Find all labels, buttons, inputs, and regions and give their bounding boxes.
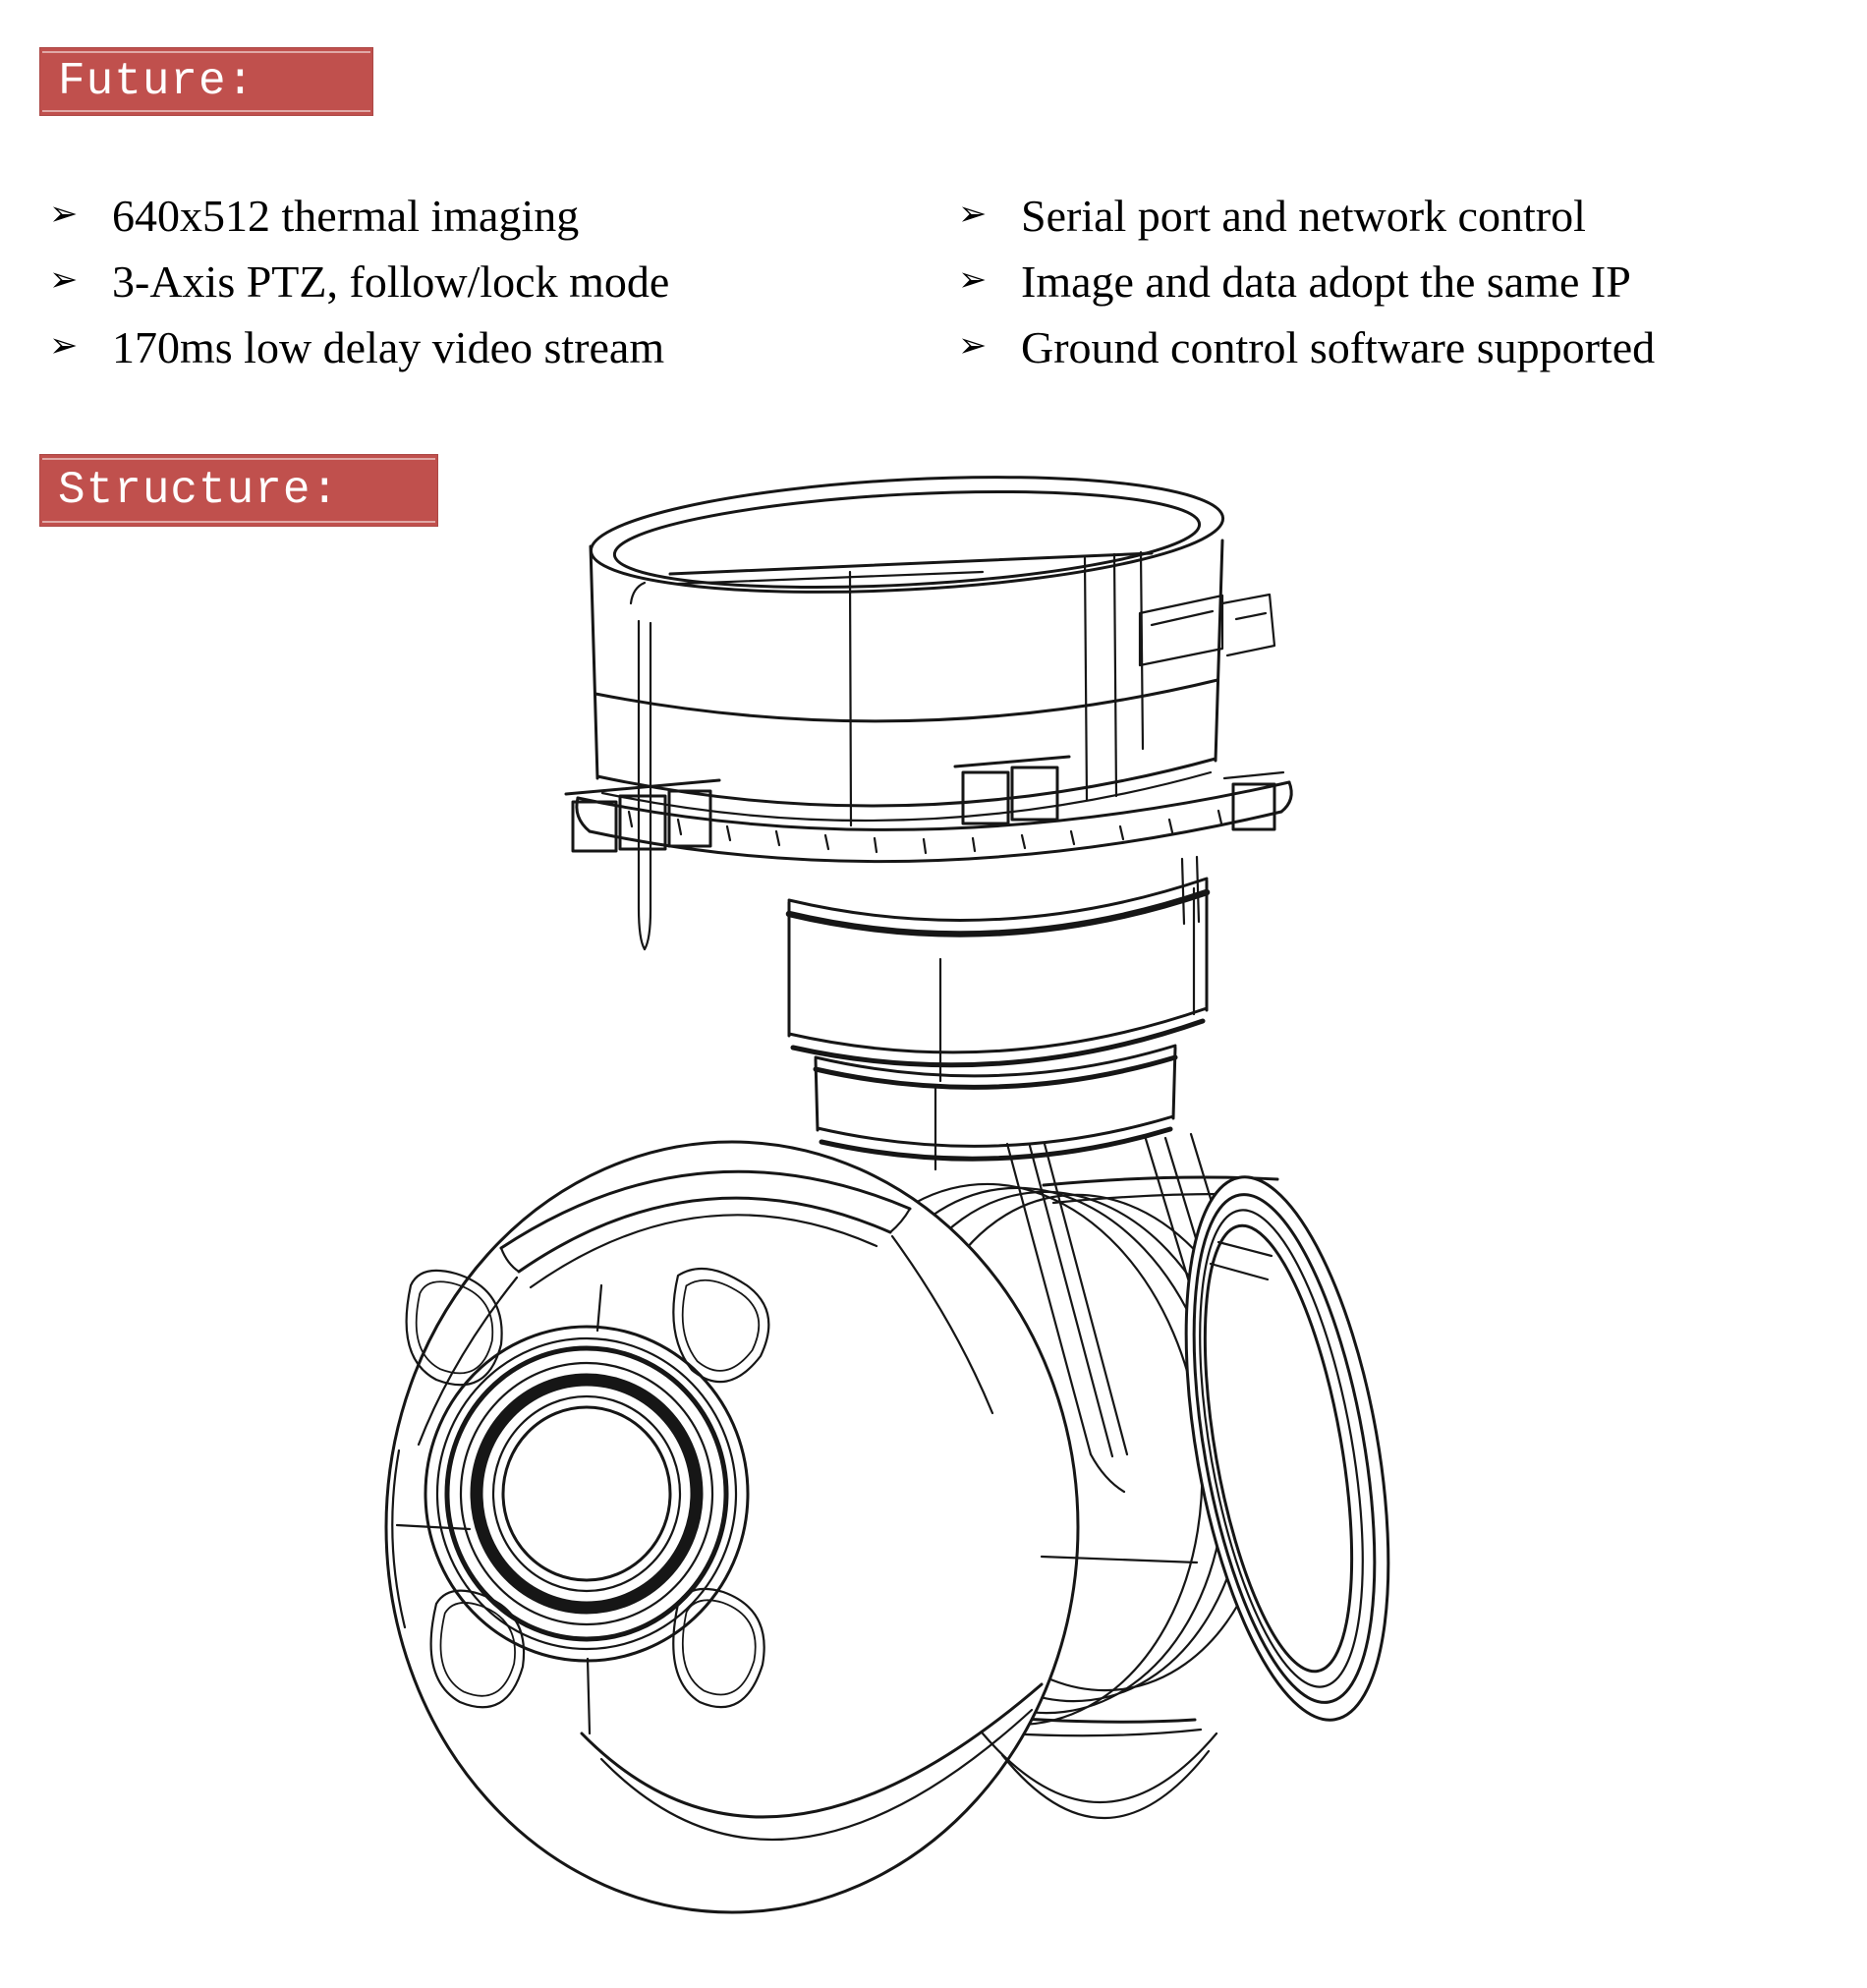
section-header-structure: Structure:: [39, 454, 438, 527]
feature-text: Ground control software supported: [1021, 322, 1656, 372]
feature-list-right: ➢ Serial port and network control ➢ Imag…: [958, 183, 1655, 380]
feature-item: ➢ 640x512 thermal imaging: [49, 183, 669, 249]
top-mount: [589, 476, 1276, 951]
feature-text: Serial port and network control: [1021, 191, 1586, 241]
feature-item: ➢ Serial port and network control: [958, 183, 1655, 249]
feature-item: ➢ 3-Axis PTZ, follow/lock mode: [49, 249, 669, 314]
tilt-collar: [813, 1044, 1178, 1171]
pan-motor: [785, 877, 1211, 1083]
feature-text: 170ms low delay video stream: [112, 322, 665, 372]
gimbal-camera-structure-drawing: [384, 476, 1390, 1914]
feature-text: 3-Axis PTZ, follow/lock mode: [112, 256, 670, 307]
structure-figure: [354, 454, 1474, 1988]
section-header-future: Future:: [39, 47, 373, 116]
arrow-bullet-icon: ➢: [958, 326, 988, 366]
section-header-future-label: Future:: [58, 56, 255, 107]
arrow-bullet-icon: ➢: [958, 260, 988, 300]
feature-item: ➢ 170ms low delay video stream: [49, 314, 669, 380]
feature-list-left: ➢ 640x512 thermal imaging ➢ 3-Axis PTZ, …: [49, 183, 669, 380]
feature-text: Image and data adopt the same IP: [1021, 256, 1631, 307]
arrow-bullet-icon: ➢: [49, 326, 79, 366]
feature-item: ➢ Ground control software supported: [958, 314, 1655, 380]
feature-item: ➢ Image and data adopt the same IP: [958, 249, 1655, 314]
zoom-lens-front: [981, 1175, 1390, 1820]
mount-flange: [564, 755, 1293, 926]
arrow-bullet-icon: ➢: [49, 260, 79, 300]
arrow-bullet-icon: ➢: [49, 195, 79, 234]
arrow-bullet-icon: ➢: [958, 195, 988, 234]
feature-text: 640x512 thermal imaging: [112, 191, 580, 241]
section-header-structure-label: Structure:: [58, 465, 340, 516]
camera-ball: [384, 1140, 1080, 1914]
